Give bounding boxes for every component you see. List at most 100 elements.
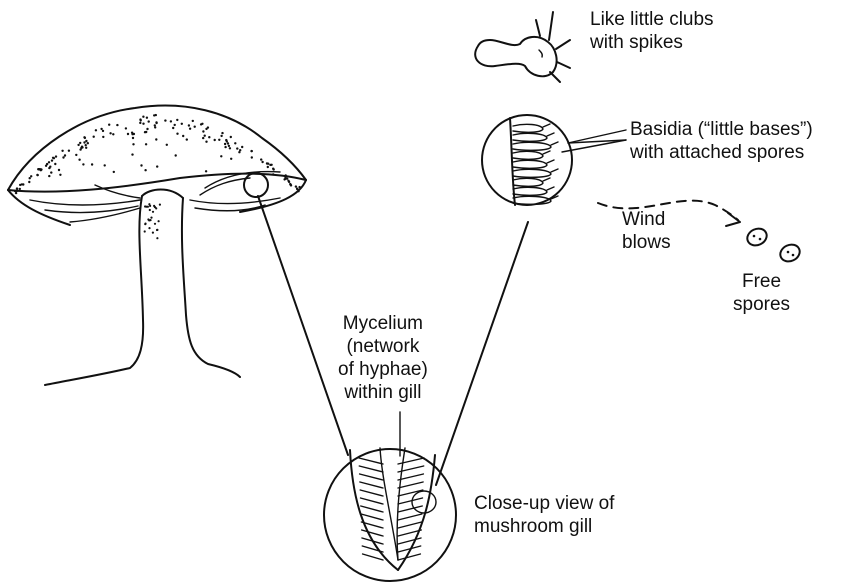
speckle-dot [102, 136, 104, 138]
speckle-dot [188, 124, 190, 126]
speckle-dot [142, 123, 144, 125]
mushroom-illustration [8, 106, 306, 385]
speckle-dot [207, 126, 209, 128]
speckle-dot [229, 147, 231, 149]
speckle-dot [214, 139, 216, 141]
speckle-dot [16, 187, 18, 189]
connector-line-gill-to-basidia [436, 222, 528, 485]
speckle-dot [40, 168, 42, 170]
speckle-dot [250, 150, 252, 152]
spore-spike [551, 142, 558, 145]
speckle-dot [205, 170, 207, 172]
speckle-dot [125, 127, 127, 129]
speckle-dot [202, 130, 204, 132]
label-wind-blows: Wind blows [622, 208, 671, 254]
speckle-dot [154, 223, 156, 225]
speckle-dot [230, 136, 232, 138]
speckle-dot [46, 163, 48, 165]
speckle-dot [55, 155, 57, 157]
speckle-dot [87, 142, 89, 144]
speckle-dot [144, 205, 146, 207]
speckle-dot [148, 120, 150, 122]
gill-closeup [324, 412, 456, 581]
speckle-dot [150, 217, 152, 219]
hyphae-stroke [360, 490, 383, 496]
speckle-dot [83, 141, 85, 143]
speckle-dot [78, 159, 80, 161]
speckle-dot [144, 230, 146, 232]
speckle-dot [102, 130, 104, 132]
speckle-dot [146, 117, 148, 119]
mushroom-stem [45, 196, 143, 385]
speckle-dot [204, 135, 206, 137]
label-mycelium: Mycelium (network of hyphae) within gill [338, 312, 428, 404]
speckle-dot [144, 169, 146, 171]
speckle-dot [64, 154, 66, 156]
speckle-dot [93, 136, 95, 138]
speckle-dot [48, 175, 50, 177]
speckle-dot [49, 166, 51, 168]
speckle-dot [186, 138, 188, 140]
speckle-dot [166, 144, 168, 146]
speckle-dot [270, 164, 272, 166]
speckle-dot [48, 161, 50, 163]
speckle-dot [15, 192, 17, 194]
speckle-dot [84, 137, 86, 139]
basidium-shape [513, 178, 543, 186]
speckle-dot [260, 158, 262, 160]
speckle-dot [127, 133, 129, 135]
speckle-dot [61, 150, 63, 152]
speckle-dot [159, 204, 161, 206]
speckle-dot [108, 124, 110, 126]
basidium-shape [513, 169, 551, 177]
hyphae-stroke [362, 546, 383, 552]
speckle-dot [239, 149, 241, 151]
speckle-dot [149, 219, 151, 221]
hyphae-stroke [359, 466, 383, 472]
speckle-dot [85, 147, 87, 149]
label-free-spores: Free spores [733, 270, 790, 316]
speckle-dot [296, 188, 298, 190]
speckle-dot [170, 120, 172, 122]
speckle-dot [19, 188, 21, 190]
basidium-shape [513, 151, 543, 159]
speckle-dot [172, 127, 174, 129]
hyphae-stroke [363, 554, 383, 560]
speckle-dot [112, 133, 114, 135]
speckle-dot [221, 132, 223, 134]
speckle-dot [155, 122, 157, 124]
speckle-dot [51, 159, 53, 161]
hyphae-stroke [398, 522, 422, 528]
speckle-dot [205, 141, 207, 143]
speckle-dot [79, 142, 81, 144]
speckle-dot [85, 144, 87, 146]
speckle-dot [285, 174, 287, 176]
hyphae-stroke [398, 514, 422, 520]
club-basidium-drawing [475, 12, 570, 82]
spore-spike [551, 169, 558, 172]
speckle-dot [100, 128, 102, 130]
speckle-dot [104, 164, 106, 166]
speckle-dot [75, 154, 77, 156]
speckle-dot [175, 154, 177, 156]
speckle-dot [131, 153, 133, 155]
speckle-dot [234, 142, 236, 144]
speckle-dot [202, 137, 204, 139]
speckle-dot [28, 181, 30, 183]
hyphae-stroke [361, 498, 384, 504]
speckle-dot [144, 223, 146, 225]
basidium-shape [513, 133, 547, 141]
speckle-dot [251, 156, 253, 158]
speckle-dot [154, 124, 156, 126]
speckle-dot [62, 156, 64, 158]
mushroom-cap [8, 106, 306, 190]
speckle-dot [273, 168, 275, 170]
spore-spike [543, 178, 550, 181]
speckle-dot [220, 155, 222, 157]
speckle-dot [50, 171, 52, 173]
speckle-dot [200, 123, 202, 125]
speckle-dot [58, 169, 60, 171]
speckle-dot [156, 165, 158, 167]
speckle-dot [37, 174, 39, 176]
